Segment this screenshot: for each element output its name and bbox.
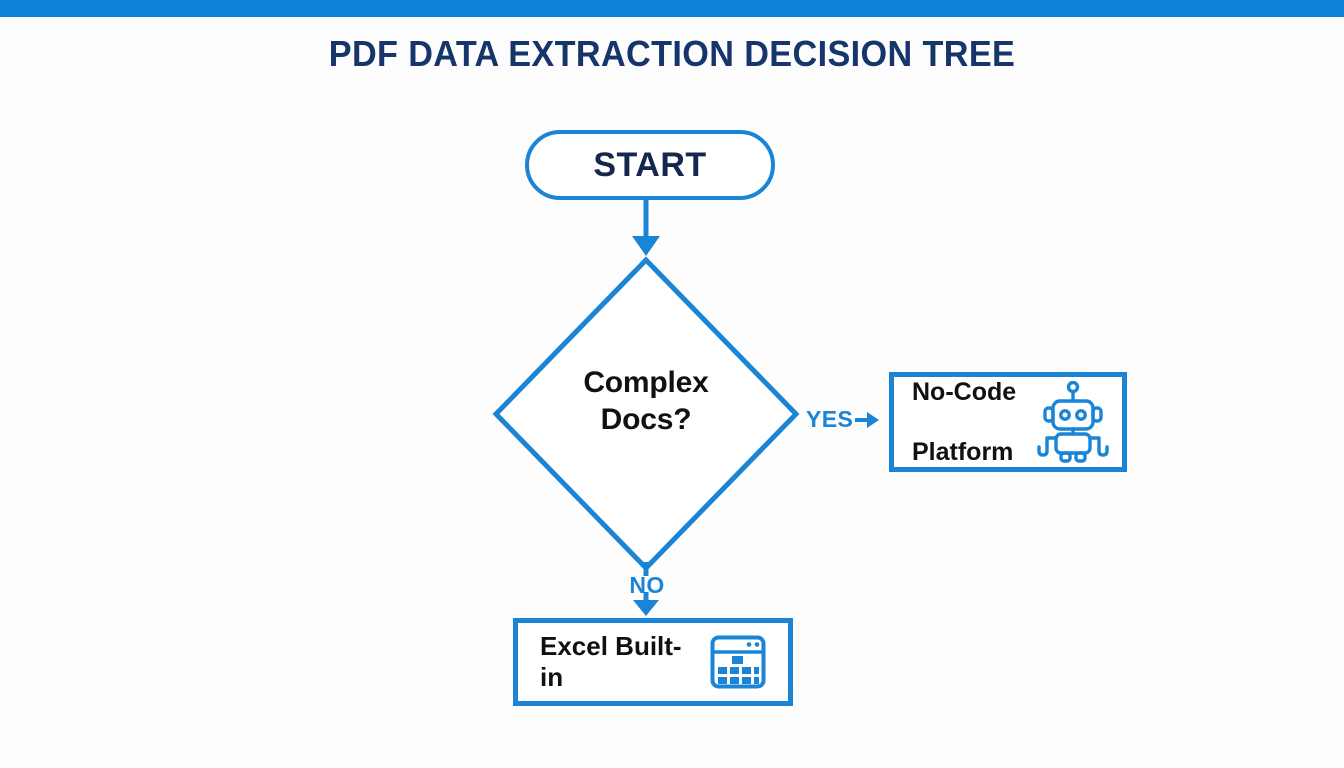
start-node[interactable]: START <box>525 130 775 200</box>
robot-icon-wrapper <box>1034 381 1112 463</box>
page-title: PDF DATA EXTRACTION DECISION TREE <box>328 33 1016 74</box>
no-code-label-line-1: No-Code <box>912 378 1017 406</box>
arrow-right-icon <box>855 411 880 428</box>
connector-decision-to-excel <box>633 562 659 616</box>
yes-label-text: YES <box>806 406 854 432</box>
excel-built-in-label: Excel Built-in <box>540 630 682 692</box>
connector-start-to-decision <box>632 198 660 256</box>
outcome-box-no-code-platform[interactable]: No-Code Platform <box>889 372 1127 472</box>
outcome-box-excel-built-in[interactable]: Excel Built-in <box>513 618 793 706</box>
decision-label-line-1: Complex <box>583 366 709 399</box>
decision-diamond-label: Complex Docs? <box>488 365 804 438</box>
no-code-platform-label: No-Code Platform <box>912 347 1016 497</box>
branch-label-yes: YES <box>806 406 881 433</box>
no-code-label-line-2: Platform <box>912 438 1014 466</box>
spreadsheet-icon <box>710 635 766 689</box>
robot-icon <box>1037 381 1109 463</box>
spreadsheet-icon-wrapper <box>710 635 766 689</box>
start-node-label: START <box>593 145 707 184</box>
branch-label-no: NO <box>629 572 665 598</box>
decision-label-line-2: Docs? <box>600 402 692 436</box>
top-accent-bar <box>0 0 1344 17</box>
